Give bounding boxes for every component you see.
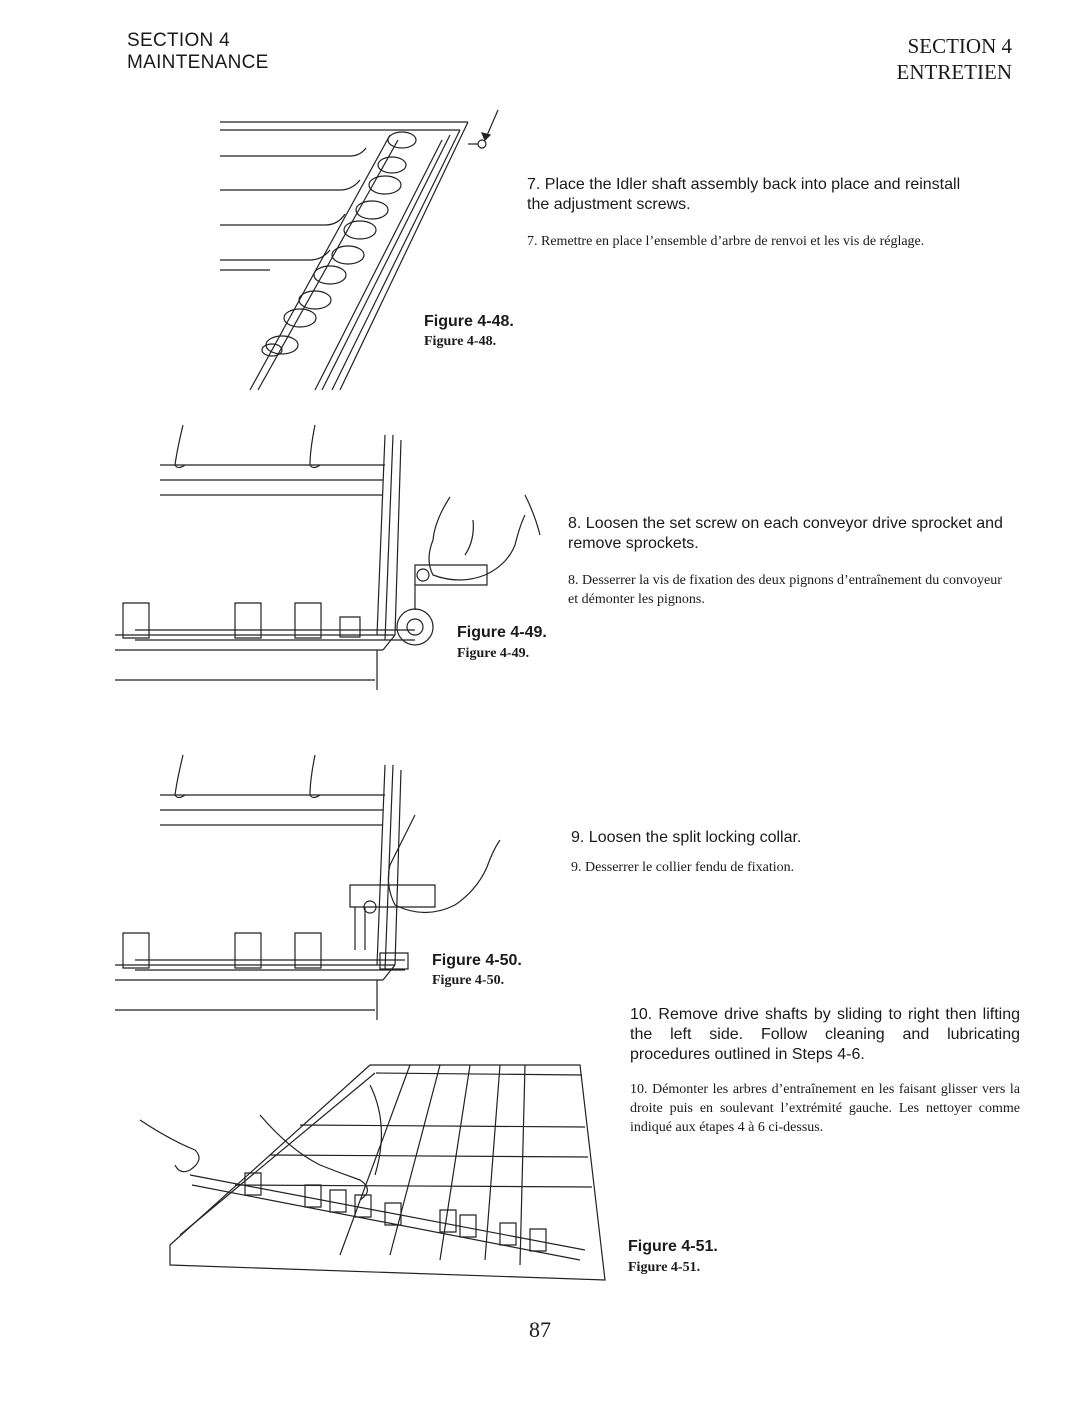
figure-4-51-illustration <box>140 1055 610 1280</box>
step-7-french: 7. Remettre en place l’ensemble d’arbre … <box>527 234 925 249</box>
figure-4-49-illustration <box>115 425 555 690</box>
section-header-english: SECTION 4 MAINTENANCE <box>127 30 269 74</box>
step-9-english: 9. Loosen the split locking collar. <box>571 829 802 846</box>
figure-4-49-caption-fr: Figure 4-49. <box>457 646 530 661</box>
figure-4-50-caption-en: Figure 4-50. <box>432 952 522 969</box>
figure-4-51-caption-en: Figure 4-51. <box>628 1238 718 1255</box>
section-label-en: SECTION 4 <box>127 30 230 51</box>
section-title-en: MAINTENANCE <box>127 52 269 73</box>
figure-4-48-illustration <box>210 100 510 400</box>
figure-4-50-illustration <box>115 755 515 1020</box>
step-8-french: 8. Desserrer la vis de fixation des deux… <box>568 573 1002 607</box>
page-number: 87 <box>529 1317 551 1342</box>
figure-4-51-caption-fr: Figure 4-51. <box>628 1260 701 1275</box>
step-10-french: 10. Démonter les arbres d’entraînement e… <box>630 1082 1020 1135</box>
section-label-fr: SECTION 4 <box>907 34 1012 58</box>
step-8-english: 8. Loosen the set screw on each conveyor… <box>568 515 1003 552</box>
section-title-fr: ENTRETIEN <box>896 60 1012 84</box>
step-7-english: 7. Place the Idler shaft assembly back i… <box>527 176 961 213</box>
step-9-french: 9. Desserrer le collier fendu de fixatio… <box>571 860 795 875</box>
section-header-french: SECTION 4 ENTRETIEN <box>897 33 1012 85</box>
figure-4-49-caption-en: Figure 4-49. <box>457 624 547 641</box>
figure-4-50-caption-fr: Figure 4-50. <box>432 973 505 988</box>
figure-4-48-caption-en: Figure 4-48. <box>424 313 514 330</box>
figure-4-48-caption-fr: Figure 4-48. <box>424 334 497 349</box>
step-10-english: 10. Remove drive shafts by sliding to ri… <box>630 1006 1020 1063</box>
